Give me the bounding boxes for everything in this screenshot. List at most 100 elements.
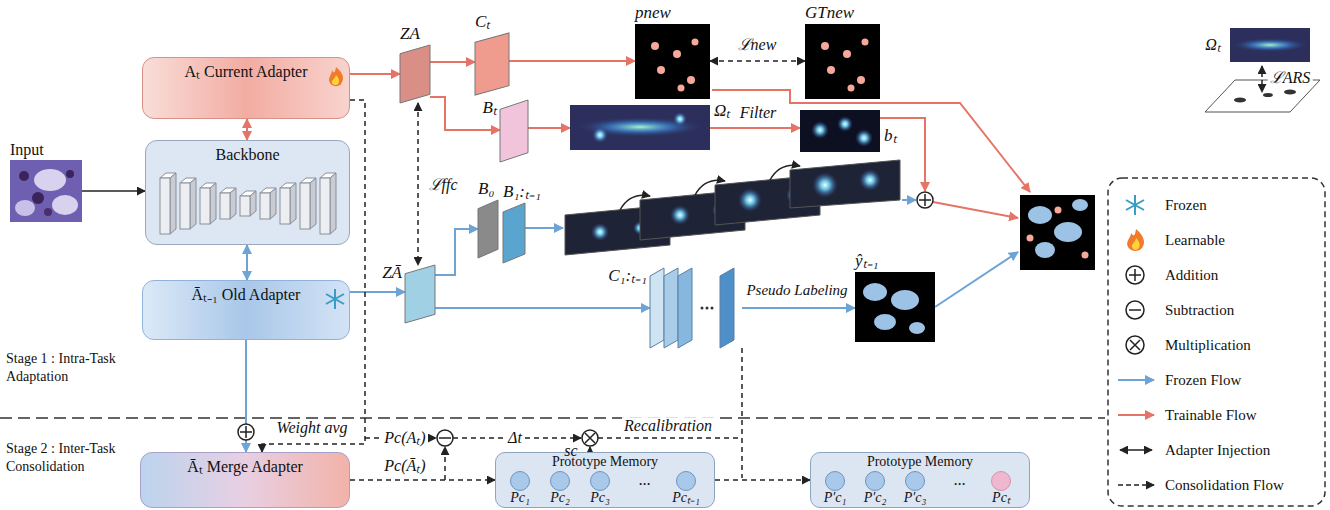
connector (509, 60, 635, 62)
prototype-circle: Pc₃ (590, 471, 610, 491)
classifier-stack-part-part (650, 268, 664, 348)
node-text: Pc₃ (590, 490, 610, 506)
input-image-part-part (34, 169, 66, 191)
node-text: Backbone (146, 141, 349, 164)
edge-label: ℒffc (427, 176, 460, 194)
backbone-box-part-part (190, 178, 196, 229)
legend-icons-part (1118, 484, 1154, 486)
output-mask-part (1035, 242, 1055, 258)
annotation-label: Recalibration (622, 417, 714, 435)
backbone-box-part-part (300, 183, 310, 229)
ground-truth-image-part-part (827, 66, 835, 74)
branch-map: B₁:ₜ₋₁ (503, 203, 525, 263)
ground-truth-image-part-part (821, 42, 829, 50)
heatmap-image-part-part (570, 105, 710, 150)
subtract-symbol-part (437, 430, 453, 446)
annotation-label: Δt (506, 429, 524, 447)
legend-text: Subtraction (1165, 302, 1234, 319)
node-text: ZA (400, 24, 420, 44)
add-symbol (238, 424, 254, 440)
annotation-label: Ωₜ (1203, 36, 1223, 54)
node-text: Prototype Memory (496, 453, 714, 470)
edge-label: Pc(Āₜ) (382, 457, 427, 475)
legend-text: Frozen Flow (1165, 372, 1241, 389)
node-text: C₁:ₜ₋₁ (608, 266, 647, 286)
prototype-circle: P′c₃ (905, 471, 925, 491)
feature-map-part-part (405, 265, 435, 323)
pseudo-label-image-part-part (874, 314, 896, 330)
merge-flows (525, 90, 1030, 307)
backbone-box-part-part (160, 178, 170, 234)
backbone-box-part-part (240, 196, 250, 216)
legend-icons-part (1132, 238, 1140, 250)
heatmap-stack-part-part (859, 169, 881, 191)
input-image-part-part (52, 195, 78, 215)
edge-label: ℒnew (736, 36, 779, 54)
classifier-map: Cₜ (475, 33, 509, 95)
node-text: Pcₜ (992, 490, 1010, 506)
classifier-stack-part-part (720, 268, 734, 348)
adapter-box: Aₜ Current Adapter (142, 57, 350, 119)
merge-flows-part (902, 199, 916, 201)
connector (528, 127, 570, 129)
node-text: Pcₜ₋₁ (672, 490, 700, 506)
legend-text: Adapter Injection (1165, 442, 1270, 459)
heatmap-stack (565, 160, 900, 255)
filtered-map-part-part (837, 116, 853, 132)
legend-icons (1118, 195, 1154, 485)
merge-flows-part (712, 90, 1030, 192)
legend-icons-part (1129, 269, 1141, 281)
node-text: Āₜ Merge Adapter (141, 453, 349, 476)
connector (715, 479, 810, 481)
input-image-part (10, 160, 82, 222)
heatmap-image: Ωₜ (570, 105, 710, 150)
node-text: Āₜ₋₁ Old Adapter (143, 281, 349, 304)
backbone-box-part-part (180, 183, 190, 229)
ars-figure-part (1261, 66, 1263, 92)
node-text: Pc₁ (510, 490, 530, 506)
heatmap-stack-part (620, 195, 650, 210)
filtered-map-part-part (811, 121, 829, 139)
legend-icons-part (1126, 195, 1144, 215)
add-symbol-part (238, 424, 254, 440)
node-text: B₁:ₜ₋₁ (503, 182, 541, 202)
ground-truth-image-part-part (862, 39, 869, 46)
merge-flows-part (935, 252, 1018, 307)
backbone-box-part-part (280, 188, 290, 224)
filtered-map-part-part (855, 129, 873, 147)
merge-flows-part (933, 202, 1018, 218)
output-mask-part (1055, 207, 1062, 214)
classifier-stack-part-part (706, 307, 709, 310)
node-text: Aₜ Current Adapter (143, 58, 349, 81)
backbone-box-part-part (270, 188, 276, 219)
branch-map: B₀ (478, 200, 498, 258)
node-text: Prototype Memory (811, 453, 1029, 470)
ground-truth-image-part (805, 24, 880, 99)
add-symbol-part (919, 194, 931, 206)
heatmap-stack-part (790, 160, 900, 208)
node-text: P′c₂ (864, 490, 887, 506)
annotation-label: sc (562, 442, 579, 460)
output-mask-part (1054, 222, 1082, 242)
add-symbol-part (917, 192, 933, 208)
stage-label: Stage 2 : Inter-Task Consolidation (6, 440, 140, 476)
legend-icons-part (1126, 336, 1144, 354)
legend-text: Trainable Flow (1165, 407, 1257, 424)
prediction-image-part-part (687, 76, 695, 84)
prediction-image-part-part (657, 66, 665, 74)
adapter-box: Āₜ₋₁ Old Adapter (142, 280, 350, 340)
legend-icons-part (1118, 379, 1154, 381)
classifier-stack-part-part (711, 307, 714, 310)
node-text: P′c₁ (824, 490, 847, 506)
node-text: Ωₜ (714, 101, 730, 121)
node-text: Bₜ (483, 98, 497, 118)
legend-text: Learnable (1165, 232, 1225, 249)
legend-icons-part (1127, 229, 1144, 251)
node-text: ŷₜ₋₁ (855, 251, 878, 271)
input-image-part-part (10, 160, 82, 222)
node-text: GTnew (805, 3, 854, 23)
output-mask (1020, 195, 1095, 270)
feature-map-part (400, 45, 430, 103)
branch-map-part (478, 200, 498, 258)
